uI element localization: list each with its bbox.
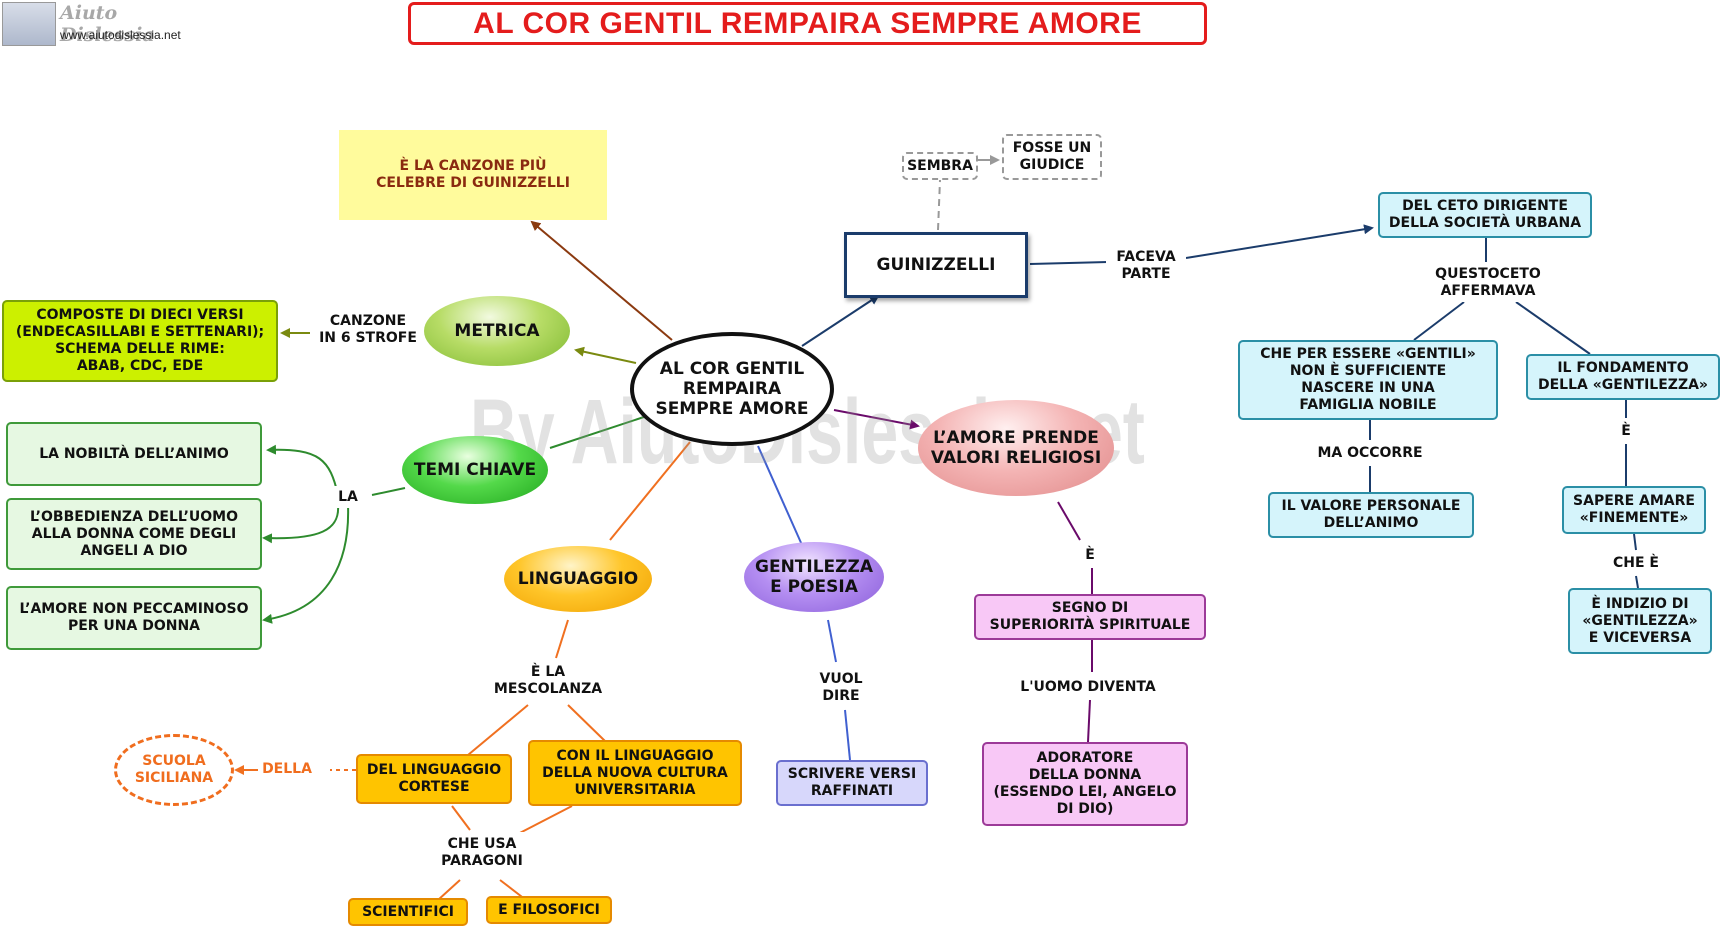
gentili-nobile-box: CHE PER ESSERE «GENTILI» NON È SUFFICIEN… xyxy=(1238,340,1498,420)
amore-e-label: È xyxy=(1078,544,1102,566)
questoceto-label: QUESTOCETO AFFERMAVA xyxy=(1428,264,1548,302)
guinizzelli-box: GUINIZZELLI xyxy=(844,232,1028,298)
adoratore-donna-box: ADORATORE DELLA DONNA (ESSENDO LEI, ANGE… xyxy=(982,742,1188,826)
fondamento-e-label: È xyxy=(1614,420,1638,442)
ma-occorre-label: MA OCCORRE xyxy=(1312,442,1428,464)
mescolanza-label: È LA MESCOLANZA xyxy=(488,660,608,702)
scrivere-versi-box: SCRIVERE VERSI RAFFINATI xyxy=(776,760,928,806)
metrica-oval: METRICA xyxy=(424,296,570,366)
tema-obbedienza-box: L’OBBEDIENZA DELL’UOMO ALLA DONNA COME D… xyxy=(6,498,262,570)
amore-religioso-oval: L’AMORE PRENDE VALORI RELIGIOSI xyxy=(918,400,1114,496)
filosofici-box: E FILOSOFICI xyxy=(486,896,612,924)
logo-url: www.aiutodislessia.net xyxy=(60,28,181,42)
temi-link-label: LA xyxy=(332,486,364,508)
tema-amore-box: L’AMORE NON PECCAMINOSO PER UNA DONNA xyxy=(6,586,262,650)
uomo-diventa-label: L'UOMO DIVENTA xyxy=(1012,676,1164,698)
valore-personale-box: IL VALORE PERSONALE DELL’ANIMO xyxy=(1268,492,1474,538)
linguaggio-oval: LINGUAGGIO xyxy=(504,546,652,612)
logo-name: Aiuto Dislessia xyxy=(60,2,155,46)
fondamento-gentilezza-box: IL FONDAMENTO DELLA «GENTILEZZA» xyxy=(1526,354,1720,400)
metrica-detail-box: COMPOSTE DI DIECI VERSI (ENDECASILLABI E… xyxy=(2,300,278,382)
site-logo[interactable]: Aiuto Dislessia www.aiutodislessia.net xyxy=(2,2,212,46)
logo-book-icon xyxy=(2,2,56,46)
superiorita-spirituale-box: SEGNO DI SUPERIORITÀ SPIRITUALE xyxy=(974,594,1206,640)
faceva-parte-label: FACEVA PARTE xyxy=(1106,246,1186,286)
giudice-box: FOSSE UN GIUDICE xyxy=(1002,134,1102,180)
scuola-siciliana-oval: SCUOLA SICILIANA xyxy=(114,734,234,806)
central-topic: AL COR GENTIL REMPAIRA SEMPRE AMORE xyxy=(630,332,834,446)
temi-chiave-oval: TEMI CHIAVE xyxy=(402,436,548,504)
sembra-box: SEMBRA xyxy=(902,152,978,180)
che-e-label: CHE È xyxy=(1604,552,1668,574)
linguaggio-cortese-box: DEL LINGUAGGIO CORTESE xyxy=(356,754,512,804)
linguaggio-universitario-box: CON IL LINGUAGGIO DELLA NUOVA CULTURA UN… xyxy=(528,740,742,806)
ceto-dirigente-box: DEL CETO DIRIGENTE DELLA SOCIETÀ URBANA xyxy=(1378,192,1592,238)
sapere-amare-box: SAPERE AMARE «FINEMENTE» xyxy=(1562,486,1706,534)
canzone-celebre-box: È LA CANZONE PIÙ CELEBRE DI GUINIZZELLI xyxy=(339,130,607,220)
indizio-gentilezza-box: È INDIZIO DI «GENTILEZZA» E VICEVERSA xyxy=(1568,588,1712,654)
scientifici-box: SCIENTIFICI xyxy=(348,898,468,926)
gentilezza-poesia-oval: GENTILEZZA E POESIA xyxy=(744,542,884,612)
vuol-dire-label: VUOL DIRE xyxy=(808,668,874,708)
che-usa-paragoni-label: CHE USA PARAGONI xyxy=(430,832,534,874)
page-title: AL COR GENTIL REMPAIRA SEMPRE AMORE xyxy=(408,2,1207,45)
tema-nobilta-box: LA NOBILTÀ DELL’ANIMO xyxy=(6,422,262,486)
della-label: DELLA xyxy=(260,758,314,780)
metrica-link-label: CANZONE IN 6 STROFE xyxy=(312,310,424,350)
